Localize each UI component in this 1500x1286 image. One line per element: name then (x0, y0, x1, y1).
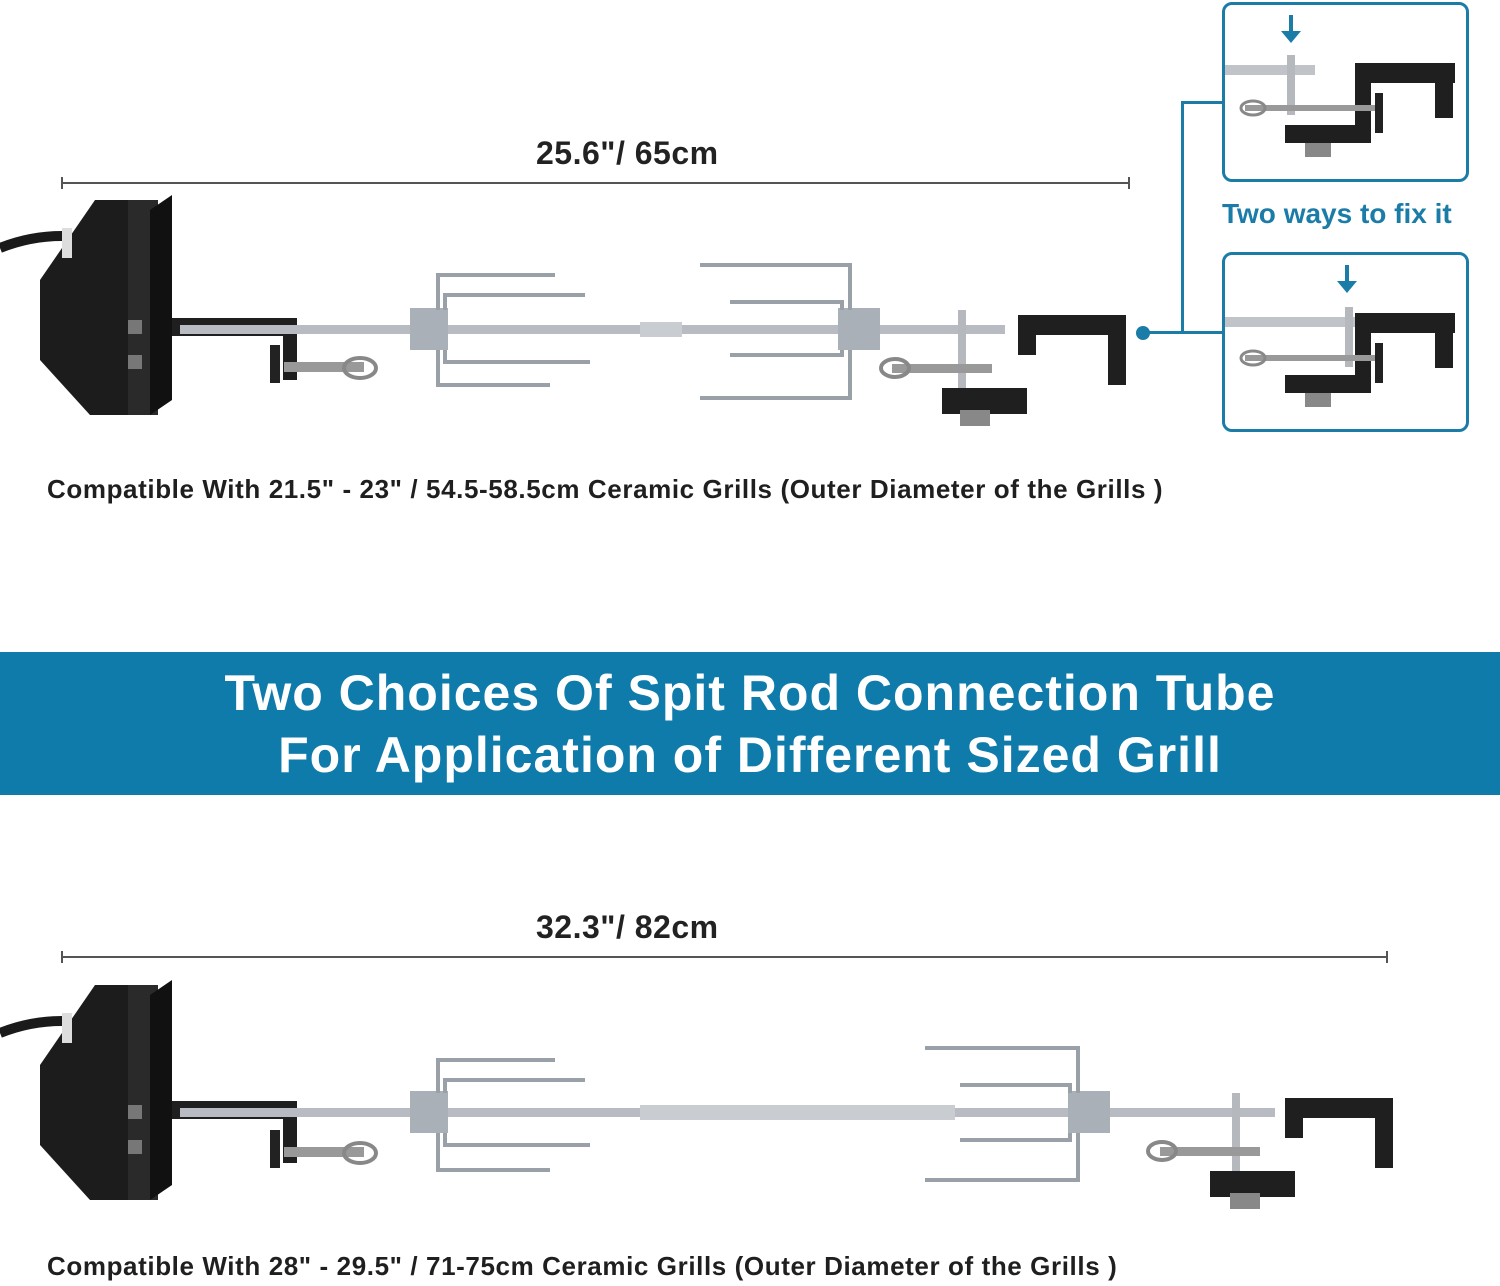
fix-connector-to-dot (1148, 331, 1182, 334)
top-compatibility-caption: Compatible With 21.5" - 23" / 54.5-58.5c… (47, 474, 1164, 504)
top-dimension-tick-left (61, 177, 63, 189)
rotisserie-kit-short-image (0, 195, 1126, 426)
top-dimension-line (62, 182, 1130, 184)
headline-banner: Two Choices Of Spit Rod Connection Tube … (0, 652, 1500, 795)
bottom-dimension-line (62, 956, 1388, 958)
headline-line-2: For Application of Different Sized Grill (278, 727, 1222, 783)
top-dimension-tick-right (1128, 177, 1130, 189)
fix-option-box-1 (1222, 2, 1469, 182)
fix-option-1-image (1225, 15, 1455, 157)
bottom-dimension-tick-left (61, 951, 63, 963)
fix-connector-vertical (1181, 101, 1184, 334)
fix-connector-bottom (1181, 331, 1223, 334)
top-dimension-label: 25.6"/ 65cm (536, 135, 719, 171)
fix-connector-dot (1136, 326, 1150, 340)
fix-option-2-image (1225, 265, 1455, 407)
headline-line-1: Two Choices Of Spit Rod Connection Tube (224, 665, 1276, 721)
fix-option-box-2 (1222, 252, 1469, 432)
rotisserie-kit-long-image (0, 980, 1393, 1209)
bottom-dimension-label: 32.3"/ 82cm (536, 909, 719, 945)
fix-options-label: Two ways to fix it (1222, 198, 1452, 229)
fix-connector-top (1181, 101, 1223, 104)
bottom-dimension-tick-right (1386, 951, 1388, 963)
bottom-compatibility-caption: Compatible With 28" - 29.5" / 71-75cm Ce… (47, 1251, 1118, 1281)
